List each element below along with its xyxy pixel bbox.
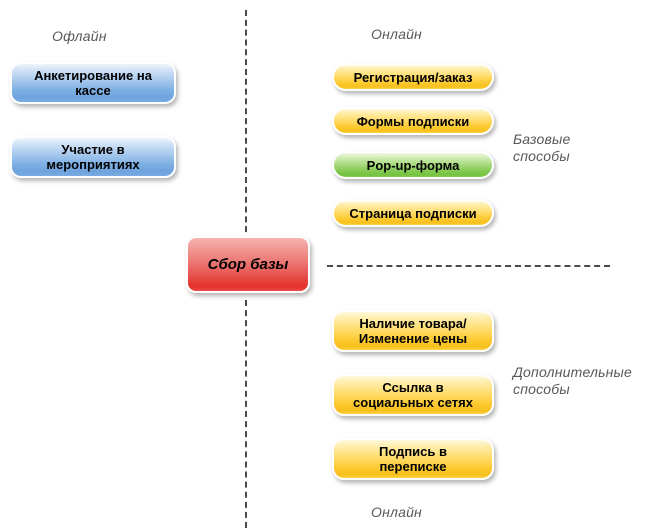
caption-additional-methods: Дополнительные способы	[513, 364, 633, 397]
caption-offline-top: Офлайн	[52, 28, 107, 44]
node-offline-event-participation[interactable]: Участие в мероприятиях	[10, 136, 176, 178]
node-online-social-network-link[interactable]: Ссылка в социальных сетях	[332, 374, 494, 416]
node-online-stock-price-change[interactable]: Наличие товара/ Изменение цены	[332, 310, 494, 352]
vertical-divider-upper	[245, 10, 247, 242]
node-center-database-collection[interactable]: Сбор базы	[186, 236, 310, 293]
caption-basic-methods: Базовые способы	[513, 131, 571, 164]
node-online-email-signature[interactable]: Подпись в переписке	[332, 438, 494, 480]
vertical-divider-lower	[245, 300, 247, 528]
node-online-popup-form[interactable]: Pop-up-форма	[332, 151, 494, 179]
caption-online-bottom: Онлайн	[371, 504, 422, 520]
caption-online-top: Онлайн	[371, 26, 422, 42]
node-online-subscription-page[interactable]: Страница подписки	[332, 199, 494, 227]
node-online-subscription-forms[interactable]: Формы подписки	[332, 107, 494, 135]
node-offline-survey-at-checkout[interactable]: Анкетирование на кассе	[10, 62, 176, 104]
horizontal-divider	[327, 265, 610, 267]
node-online-registration-order[interactable]: Регистрация/заказ	[332, 63, 494, 91]
